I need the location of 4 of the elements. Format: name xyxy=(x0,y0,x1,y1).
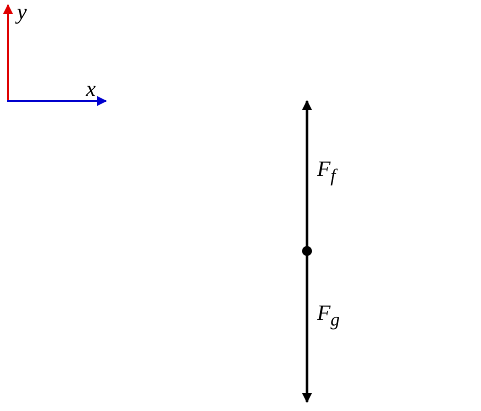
axis-label: x xyxy=(86,78,96,100)
axis-label: y xyxy=(17,1,27,23)
force-label: F$_{g}$ xyxy=(317,302,340,330)
force-label: F$_{f}$ xyxy=(317,158,336,186)
